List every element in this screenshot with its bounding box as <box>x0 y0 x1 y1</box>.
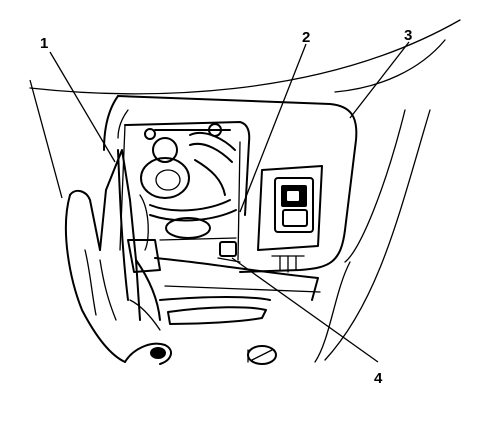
leader-lines <box>29 41 410 363</box>
hand <box>64 149 172 365</box>
leader-4 <box>231 257 379 363</box>
switch-assembly <box>257 165 323 273</box>
callout-1: 1 <box>40 35 48 52</box>
leader-1 <box>49 51 116 163</box>
leader-2 <box>239 43 307 213</box>
trim-bezel <box>103 95 358 273</box>
cavity <box>119 121 251 261</box>
callout-2: 2 <box>302 29 310 46</box>
leader-3 <box>349 41 410 119</box>
callout-3: 3 <box>404 27 412 44</box>
lower-console <box>154 257 321 365</box>
internal-mechanism <box>139 123 241 263</box>
callout-4: 4 <box>374 370 383 387</box>
dash-panel-outline <box>29 19 461 363</box>
leader-1b <box>29 79 63 199</box>
